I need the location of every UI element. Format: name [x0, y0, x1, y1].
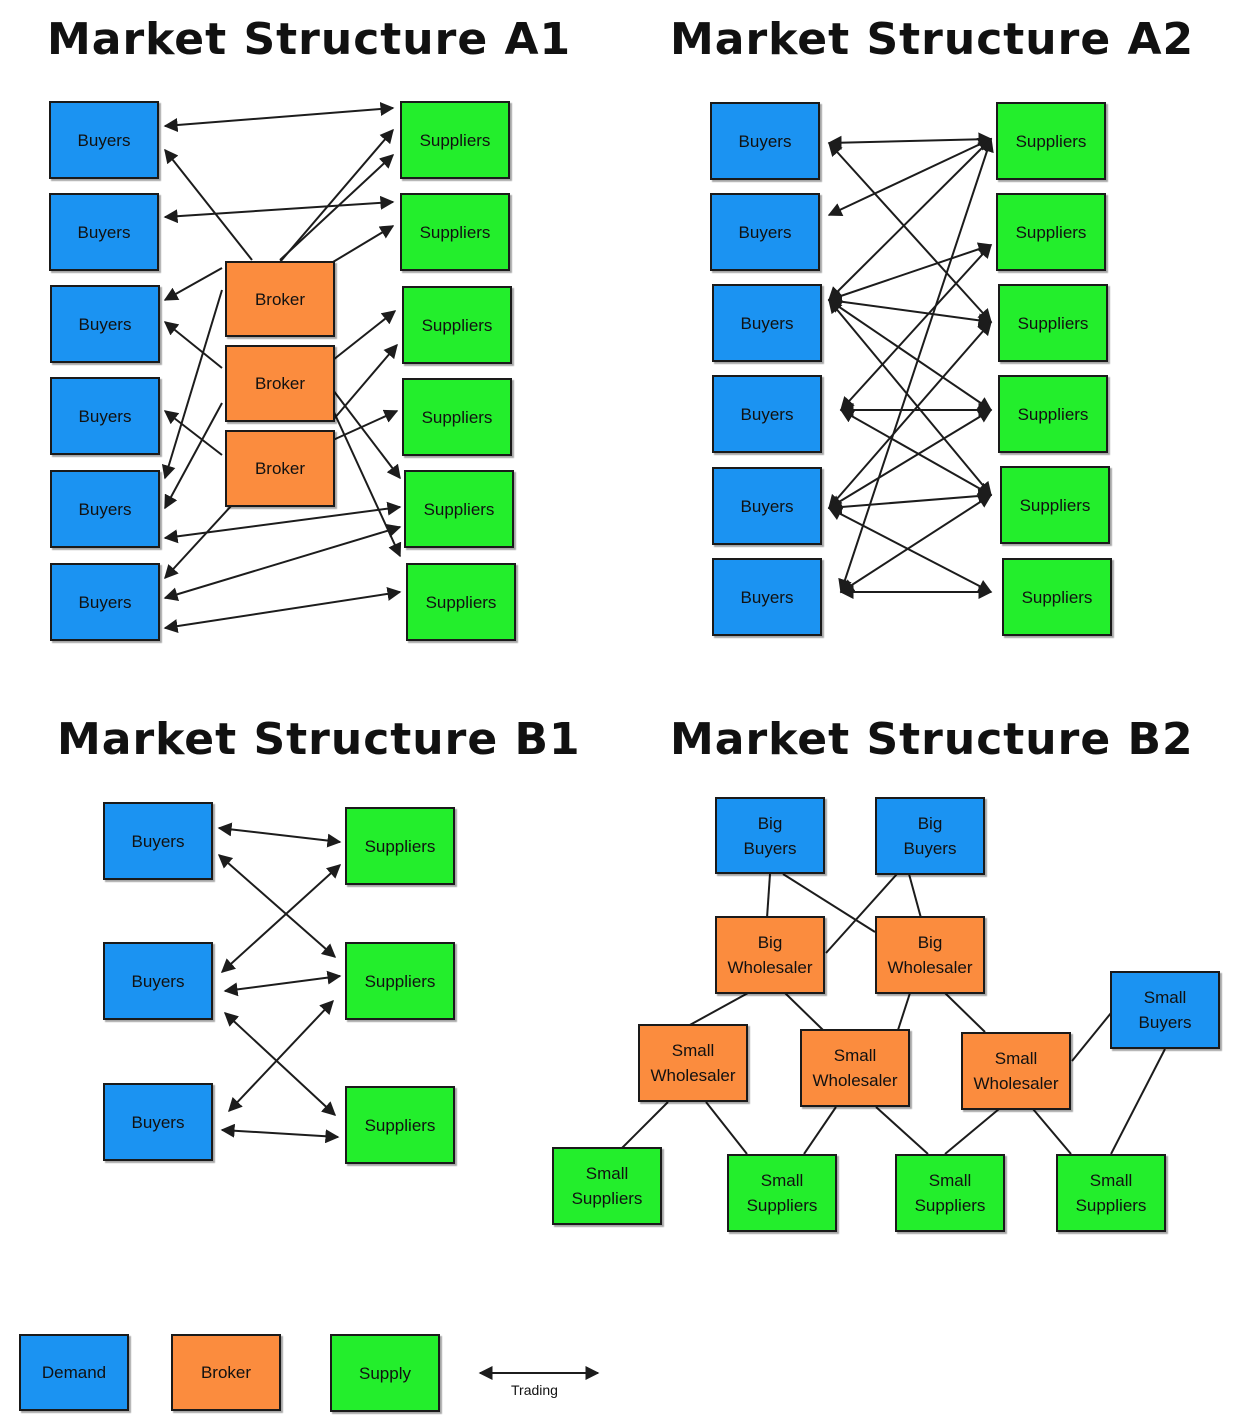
a1-suppliers-box-5: Suppliers — [404, 470, 514, 548]
b1-buyers-box-3: Buyers — [103, 1083, 213, 1161]
a1-suppliers-box-3: Suppliers — [402, 286, 512, 364]
legend-supply-swatch: Supply — [330, 1334, 440, 1412]
a1-trading-arrows — [163, 102, 402, 634]
title-b2: Market Structure B2 — [670, 714, 1194, 765]
a1-buyers-box-5: Buyers — [50, 470, 160, 548]
a1-suppliers-box-2: Suppliers — [400, 193, 510, 271]
a2-suppliers-box-4: Suppliers — [998, 375, 1108, 453]
b2-small-suppliers-box-3: Small Suppliers — [895, 1154, 1005, 1232]
a1-broker-box-1: Broker — [225, 261, 335, 337]
a2-suppliers-box-2: Suppliers — [996, 193, 1106, 271]
a2-suppliers-box-1: Suppliers — [996, 102, 1106, 180]
b2-big-wholesaler-box-2: Big Wholesaler — [875, 916, 985, 994]
b1-trading-arrows — [217, 822, 342, 1144]
a1-broker-box-3: Broker — [225, 430, 335, 507]
a1-buyers-box-1: Buyers — [49, 101, 159, 179]
a1-broker-lines — [161, 128, 402, 580]
a2-buyers-box-4: Buyers — [712, 375, 822, 453]
a2-suppliers-box-5: Suppliers — [1000, 466, 1110, 544]
a1-buyers-box-4: Buyers — [50, 377, 160, 455]
b2-big-buyers-box-1: Big Buyers — [715, 797, 825, 874]
b2-small-suppliers-box-2: Small Suppliers — [727, 1154, 837, 1232]
a2-buyers-box-1: Buyers — [710, 102, 820, 180]
b2-hierarchy-lines — [621, 873, 1166, 1155]
b2-big-wholesaler-box-1: Big Wholesaler — [715, 916, 825, 994]
legend-trading-label: Trading — [511, 1382, 558, 1398]
b2-small-buyers-box: Small Buyers — [1110, 971, 1220, 1049]
a1-broker-box-2: Broker — [225, 345, 335, 422]
a1-buyers-box-3: Buyers — [50, 285, 160, 363]
a2-buyers-box-6: Buyers — [712, 558, 822, 636]
title-a2: Market Structure A2 — [670, 14, 1195, 65]
a2-suppliers-box-6: Suppliers — [1002, 558, 1112, 636]
b1-suppliers-box-1: Suppliers — [345, 807, 455, 885]
a2-buyers-box-5: Buyers — [712, 467, 822, 545]
b2-small-wholesaler-box-1: Small Wholesaler — [638, 1024, 748, 1102]
a2-suppliers-box-3: Suppliers — [998, 284, 1108, 362]
legend-broker-swatch: Broker — [171, 1334, 281, 1411]
a1-buyers-box-2: Buyers — [49, 193, 159, 271]
a1-suppliers-box-6: Suppliers — [406, 563, 516, 641]
a2-buyers-box-2: Buyers — [710, 193, 820, 271]
b2-small-suppliers-box-4: Small Suppliers — [1056, 1154, 1166, 1232]
legend-demand-swatch: Demand — [19, 1334, 129, 1411]
title-b1: Market Structure B1 — [57, 714, 581, 765]
b2-small-wholesaler-box-2: Small Wholesaler — [800, 1029, 910, 1107]
b1-buyers-box-1: Buyers — [103, 802, 213, 880]
b2-small-wholesaler-box-3: Small Wholesaler — [961, 1032, 1071, 1110]
b1-suppliers-box-2: Suppliers — [345, 942, 455, 1020]
title-a1: Market Structure A1 — [47, 14, 572, 65]
b2-big-buyers-box-2: Big Buyers — [875, 797, 985, 875]
a1-suppliers-box-4: Suppliers — [402, 378, 512, 456]
a2-buyers-box-3: Buyers — [712, 284, 822, 362]
b2-small-suppliers-box-1: Small Suppliers — [552, 1147, 662, 1225]
a2-trading-arrows — [827, 132, 994, 599]
b1-suppliers-box-3: Suppliers — [345, 1086, 455, 1164]
b1-buyers-box-2: Buyers — [103, 942, 213, 1020]
a1-suppliers-box-1: Suppliers — [400, 101, 510, 179]
a1-buyers-box-6: Buyers — [50, 563, 160, 641]
